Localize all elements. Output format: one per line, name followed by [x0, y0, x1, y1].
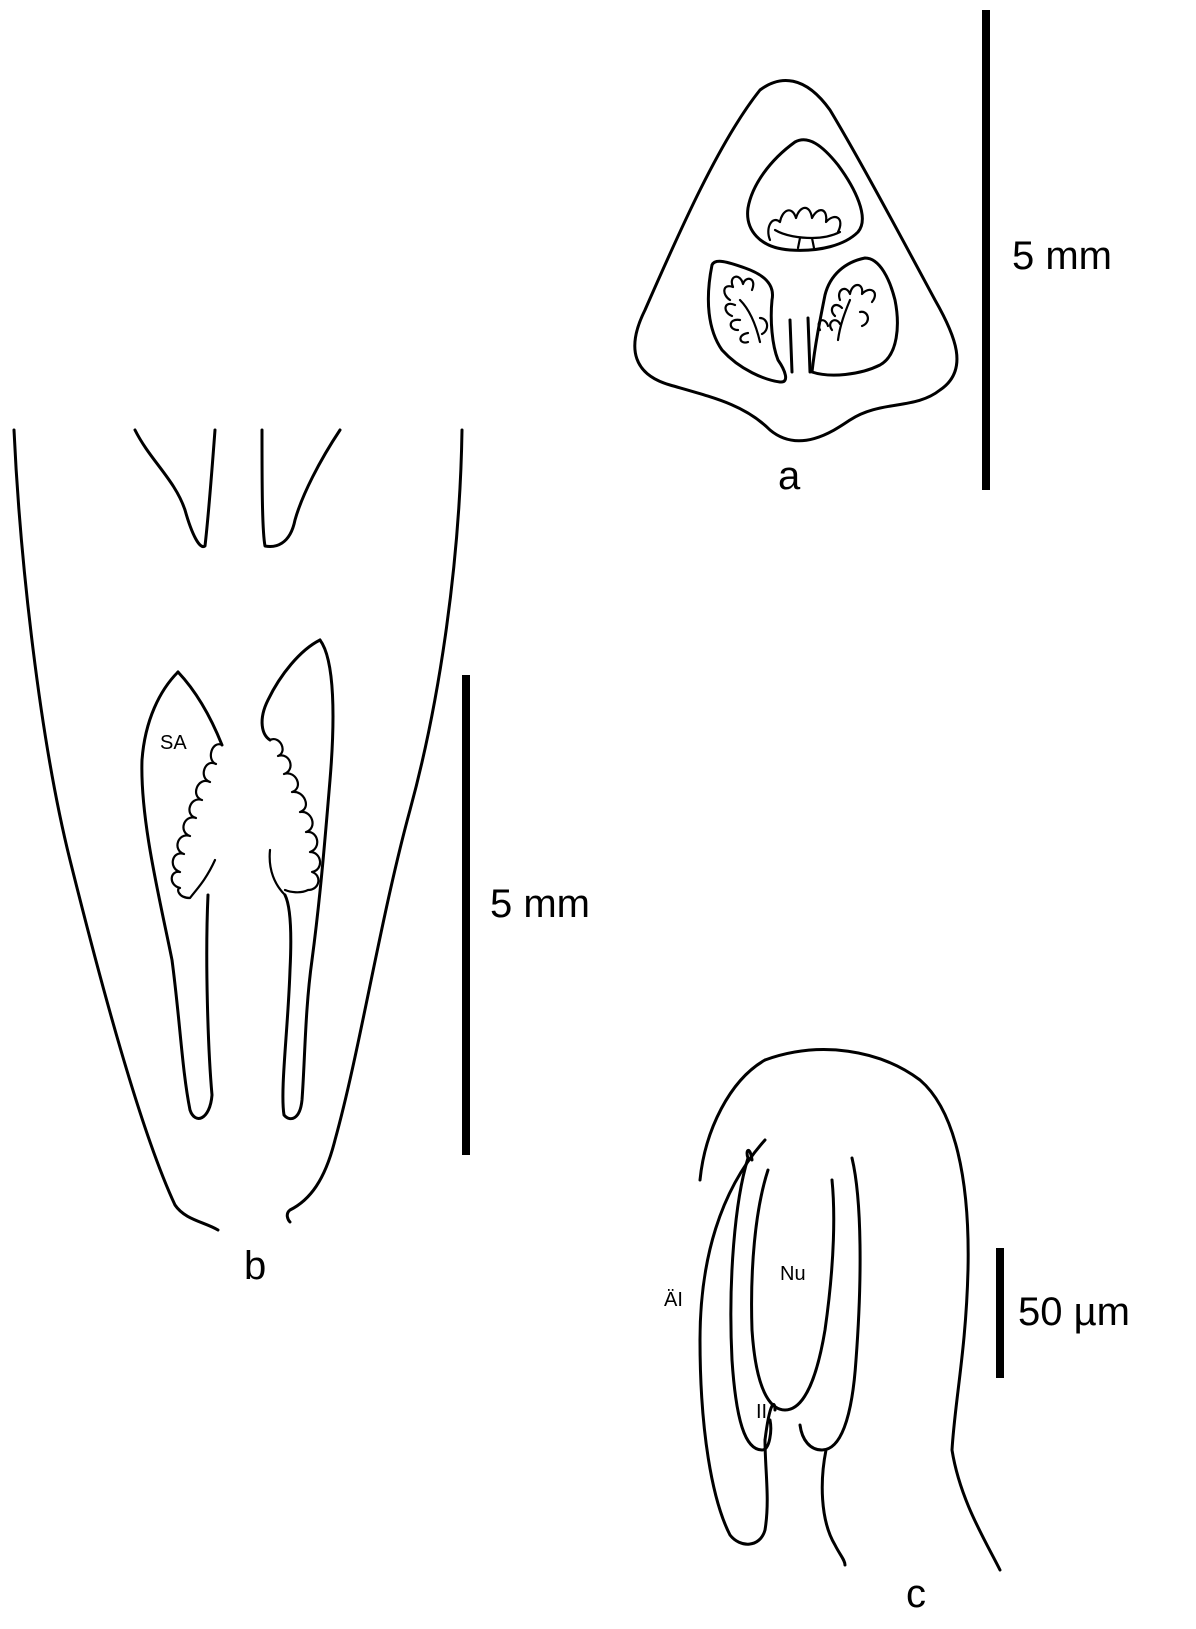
panel-c-scale-label: 50 µm	[1018, 1292, 1130, 1332]
panel-b-label-sa: SA	[160, 733, 187, 753]
panel-b-locule-right	[262, 640, 320, 740]
panel-c-outer-right	[765, 1050, 1000, 1570]
panel-a-label: a	[778, 456, 800, 496]
panel-b-style-right	[262, 430, 340, 547]
panel-b-outer-wall-right	[287, 430, 462, 1222]
panel-a-ovules-left	[724, 277, 767, 343]
panel-a-drawing	[635, 10, 986, 490]
panel-c-funiculus	[765, 1404, 845, 1565]
panel-b-placenta-left	[172, 744, 222, 898]
panel-a-ovary-outline	[635, 80, 957, 440]
panel-b-locule-right-outer	[283, 640, 333, 1119]
panel-b-drawing	[14, 430, 466, 1230]
panel-a-locule-top	[748, 140, 863, 251]
panel-b-outer-wall-left	[14, 430, 218, 1230]
panel-c-inner-integument	[752, 1170, 834, 1410]
panel-c-label-nu: Nu	[780, 1264, 806, 1284]
panel-b-style-left	[135, 430, 215, 547]
panel-a-septum	[790, 318, 810, 372]
panel-c-outer-outline	[700, 1140, 767, 1544]
panel-a-locule-right	[812, 258, 897, 375]
panel-c-drawing	[700, 1050, 1000, 1570]
panel-a-ovules-top	[768, 208, 840, 248]
panel-c-label-ii: II	[756, 1402, 767, 1422]
panel-b-placenta-right	[270, 739, 320, 895]
panel-b-scale-label: 5 mm	[490, 884, 590, 924]
panel-a-scale-label: 5 mm	[1012, 236, 1112, 276]
panel-a-ovules-right	[819, 285, 875, 340]
panel-b-label: b	[244, 1246, 266, 1286]
panel-c-label-ai: ÄI	[664, 1290, 683, 1310]
panel-c-label: c	[906, 1574, 926, 1614]
panel-c-outer-top	[700, 1060, 765, 1180]
panel-c-outer-integument-right	[800, 1158, 860, 1450]
